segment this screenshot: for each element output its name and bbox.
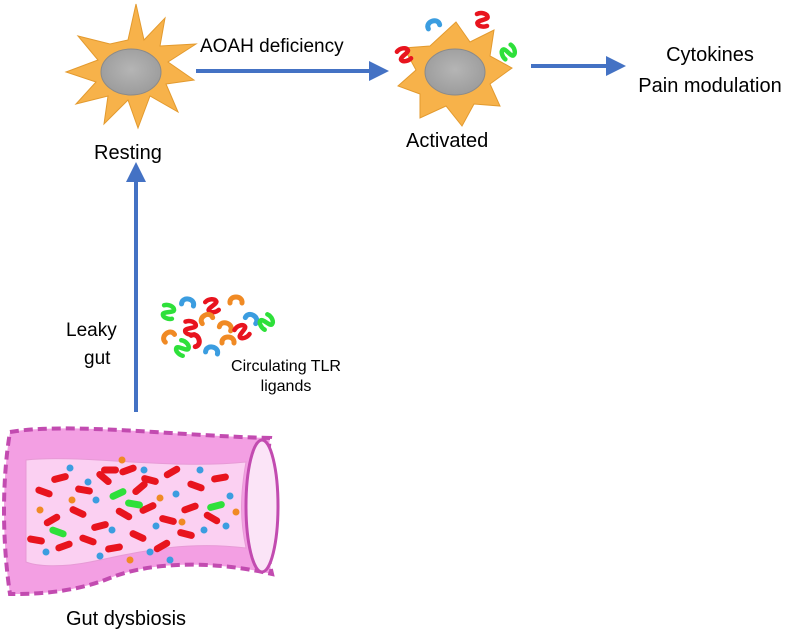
ligand-red xyxy=(474,10,490,29)
leaky-gut-label-line-1: Leaky xyxy=(66,320,117,341)
bacterium-rod xyxy=(49,526,67,538)
resting-label: Resting xyxy=(94,142,162,164)
microbe-dot xyxy=(140,466,148,474)
microbe-dot xyxy=(222,522,230,530)
gut-tube xyxy=(2,426,280,597)
bacterium-rod xyxy=(207,501,225,511)
ligand-red xyxy=(394,45,414,64)
ligand-green xyxy=(499,42,518,62)
bacterium-rod xyxy=(187,480,205,492)
microbe-dot xyxy=(118,456,126,464)
bacterium-rod xyxy=(163,465,181,479)
activated-cell-ligands xyxy=(394,10,518,64)
bacterium-rod xyxy=(153,539,171,553)
outcome-line-1: Cytokines xyxy=(666,44,754,66)
bacterium-rod xyxy=(27,535,45,545)
bacterium-rod xyxy=(177,529,195,539)
bacterium-rod xyxy=(159,515,177,525)
bacterium-rod xyxy=(211,473,229,483)
ligand-orange xyxy=(198,311,216,327)
ligand-orange xyxy=(227,294,245,306)
leaky-gut-label-line-2: gut xyxy=(84,348,111,369)
microbe-dot xyxy=(200,526,208,534)
ligand-blue xyxy=(242,311,260,327)
ligand-green xyxy=(257,312,276,332)
bacterium-rod xyxy=(35,486,53,498)
microbe-dot xyxy=(68,496,76,504)
bacterium-rod xyxy=(109,488,127,500)
ligand-green xyxy=(173,337,191,359)
gut-dysbiosis-label: Gut dysbiosis xyxy=(66,608,187,630)
bacterium-rod xyxy=(51,473,69,483)
microbe-dot xyxy=(108,526,116,534)
resting-cell-nucleus xyxy=(100,48,162,96)
ligands-label-line-1: Circulating TLR xyxy=(231,358,341,375)
microbe-dot xyxy=(232,508,240,516)
resting-cell xyxy=(64,3,198,130)
bacterium-rod xyxy=(105,543,123,553)
ligand-blue xyxy=(203,344,221,357)
bacterium-rod xyxy=(119,464,137,476)
bacterium-rod xyxy=(181,502,199,514)
bacterium-rod xyxy=(69,506,87,518)
ligands-label-line-2: ligands xyxy=(260,378,312,395)
bacterium-rod xyxy=(91,521,109,531)
ligand-blue xyxy=(425,18,443,32)
bacterium-rod xyxy=(115,507,133,521)
activated-label: Activated xyxy=(406,130,489,152)
ligand-red xyxy=(232,323,252,341)
microbe-dot xyxy=(126,556,134,564)
bacterium-rod xyxy=(141,475,159,485)
bacterium-rod xyxy=(96,470,112,486)
gut-opening xyxy=(244,438,280,574)
ligand-green xyxy=(160,302,177,322)
microbe-dot xyxy=(146,548,154,556)
microbe-dot xyxy=(226,492,234,500)
bacterium-rod xyxy=(125,499,143,509)
activated-cell-nucleus xyxy=(424,48,486,96)
microbe-dot xyxy=(84,478,92,486)
microbe-dot xyxy=(66,464,74,472)
ligand-red xyxy=(202,296,222,315)
ligand-red xyxy=(182,318,199,338)
ligand-orange xyxy=(216,320,234,334)
ligand-red xyxy=(188,332,202,350)
microbe-dot xyxy=(172,490,180,498)
microbe-dot xyxy=(92,496,100,504)
bacterium-rod xyxy=(101,466,119,474)
microbe-dot xyxy=(96,552,104,560)
bacterium-rod xyxy=(43,513,61,527)
microbe-dot xyxy=(166,556,174,564)
microbe-dot xyxy=(36,506,44,514)
bacterium-rod xyxy=(203,511,221,525)
microbe-dot xyxy=(42,548,50,556)
circulating-ligand-cluster xyxy=(160,294,276,359)
activated-cell xyxy=(397,21,513,127)
ligand-blue xyxy=(179,296,197,309)
ligand-orange xyxy=(161,329,178,345)
bacterium-rod xyxy=(75,485,93,495)
microbe-dot xyxy=(178,518,186,526)
aoah-deficiency-label: AOAH deficiency xyxy=(200,36,344,57)
microbe-dot xyxy=(156,494,164,502)
bacterium-rod xyxy=(139,502,157,514)
bacterium-rod xyxy=(55,540,73,552)
ligand-orange xyxy=(219,334,237,346)
microbe-dot xyxy=(152,522,160,530)
microbe-dot xyxy=(196,466,204,474)
bacterium-rod xyxy=(129,530,147,542)
bacterium-rod xyxy=(79,534,97,546)
bacterium-rod xyxy=(132,480,148,496)
gut-microbiota xyxy=(27,456,240,564)
outcome-line-2: Pain modulation xyxy=(638,75,782,97)
